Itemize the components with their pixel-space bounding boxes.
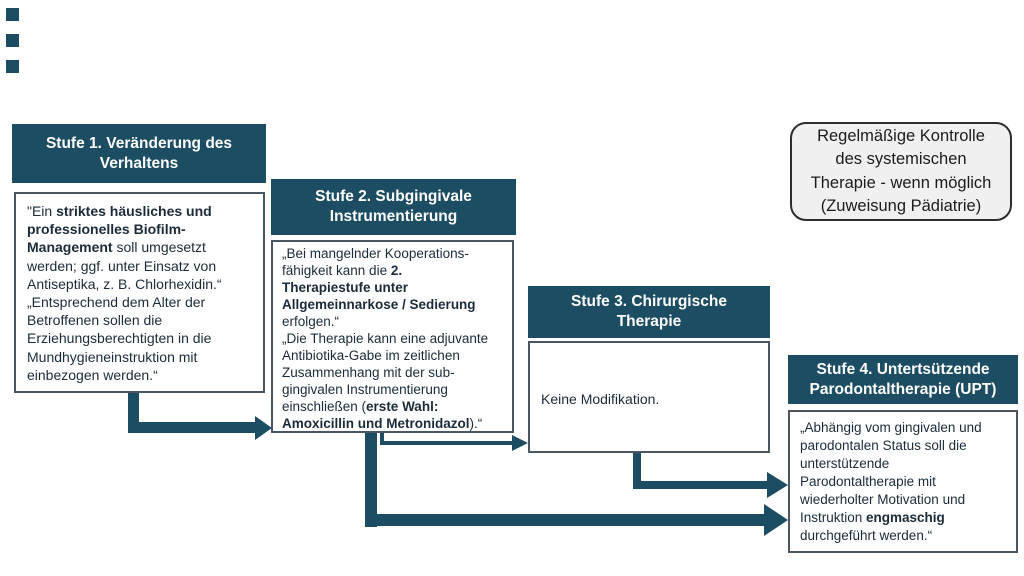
stage-2-header: Stufe 2. Subgingivale Instrumentierung — [271, 179, 516, 235]
arrowhead-right-icon — [255, 416, 272, 440]
decor-square-1 — [6, 8, 19, 21]
decor-square-3 — [6, 60, 19, 73]
arrow-stage2-to-stage4-stem — [365, 433, 377, 527]
stage-4-header: Stufe 4. Untertsützende Parodontaltherap… — [788, 355, 1018, 404]
stage-1-body: "Ein striktes häusliches und professione… — [14, 192, 265, 393]
stage-4-body: „Abhängig vom gingivalen und parodontale… — [788, 410, 1018, 553]
stage-1-header: Stufe 1. Veränderung des Verhaltens — [12, 124, 266, 183]
arrow-stage2-to-stage3-bar — [380, 441, 513, 445]
stage-3-header: Stufe 3. Chirurgische Therapie — [528, 286, 770, 338]
arrow-stage2-to-stage4-bar — [365, 514, 766, 526]
arrow-stage3-to-stage4-bar — [633, 481, 769, 489]
arrowhead-right-icon — [764, 504, 788, 536]
stage-3-body: Keine Modifikation. — [528, 341, 770, 453]
arrow-stage1-to-stage2-stem — [128, 393, 139, 433]
stage-2-body: „Bei mangelnder Kooperations- fähigkeit … — [271, 240, 514, 433]
decor-square-2 — [6, 34, 19, 47]
arrow-stage3-to-stage4-stem — [633, 453, 641, 489]
arrowhead-right-icon — [767, 472, 788, 498]
systemic-control-note: Regelmäßige Kontrolle des systemischen T… — [790, 122, 1012, 221]
arrowhead-right-icon — [512, 435, 528, 451]
arrow-stage2-to-stage3-stem — [380, 433, 384, 443]
arrow-stage1-to-stage2-bar — [128, 422, 257, 433]
